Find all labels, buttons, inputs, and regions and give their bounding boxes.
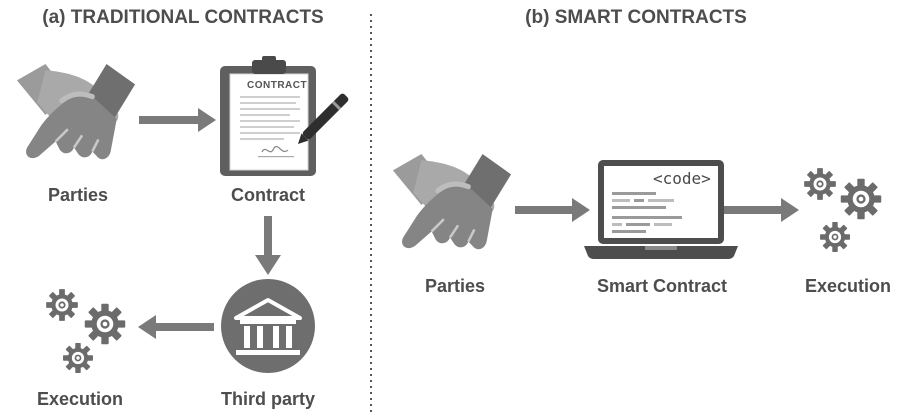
- third-party-label: Third party: [220, 389, 316, 409]
- execution-label: Execution: [804, 276, 892, 296]
- traditional-contracts-title: (a) TRADITIONAL CONTRACTS: [42, 7, 324, 28]
- smart-contract-label: Smart Contract: [596, 276, 728, 296]
- handshake-icon: [17, 64, 135, 159]
- arrow-third-party-to-execution: [138, 315, 214, 339]
- contract-document-icon: [220, 56, 349, 176]
- contract-document-title: CONTRACT: [247, 80, 308, 91]
- arrow-parties-to-smart-contract: [515, 198, 590, 222]
- laptop-icon: [584, 160, 738, 259]
- gears-icon: [804, 168, 882, 252]
- bank-icon: [221, 279, 315, 373]
- arrow-contract-to-third-party: [255, 216, 281, 275]
- execution-label: Execution: [36, 389, 124, 409]
- handshake-icon: [393, 154, 511, 249]
- smart-contracts-title: (b) SMART CONTRACTS: [525, 7, 747, 28]
- contract-label: Contract: [230, 185, 306, 205]
- arrow-smart-contract-to-execution: [724, 198, 799, 222]
- parties-label: Parties: [424, 276, 486, 296]
- arrow-parties-to-contract: [139, 108, 216, 132]
- parties-label: Parties: [47, 185, 109, 205]
- gears-icon: [46, 289, 126, 373]
- code-tag-text: <code>: [653, 169, 711, 188]
